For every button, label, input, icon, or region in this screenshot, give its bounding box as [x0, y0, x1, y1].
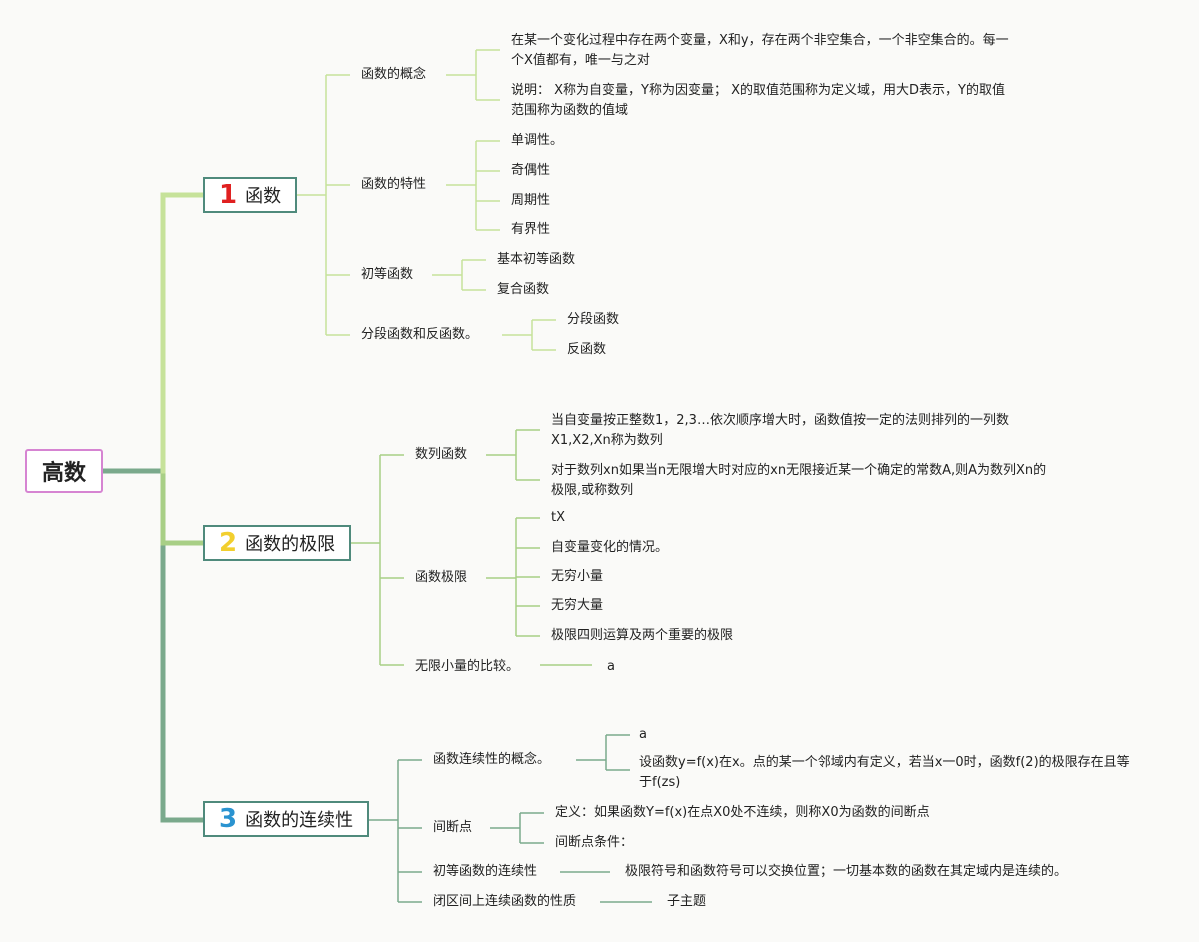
topic-boundedness[interactable]: 有界性 [511, 222, 551, 237]
topic-piecewise[interactable]: 分段函数 [567, 312, 620, 327]
topic-infinitesimal-comparison[interactable]: 无限小量的比较。 [415, 659, 520, 674]
topic-basic-elementary[interactable]: 基本初等函数 [497, 252, 576, 267]
topic-elementary-continuity[interactable]: 初等函数的连续性 [433, 864, 538, 879]
topic-discontinuity-definition[interactable]: 定义：如果函数Y=f(x)在点X0处不连续，则称X0为函数的间断点 [555, 805, 930, 820]
number-3-icon: 3 [219, 804, 238, 834]
branch-2-node[interactable]: 2 函数的极限 [203, 525, 351, 561]
branch-3-node[interactable]: 3 函数的连续性 [203, 801, 369, 837]
topic-parity[interactable]: 奇偶性 [511, 163, 551, 178]
topic-function-concept[interactable]: 函数的概念 [361, 67, 427, 82]
number-2-icon: 2 [219, 528, 238, 558]
topic-limit-operations[interactable]: 极限四则运算及两个重要的极限 [551, 628, 734, 643]
topic-composite[interactable]: 复合函数 [497, 282, 550, 297]
topic-sequence[interactable]: 数列函数 [415, 447, 468, 462]
root-node[interactable]: 高数 [25, 449, 103, 493]
topic-continuity-concept[interactable]: 函数连续性的概念。 [433, 752, 551, 767]
topic-inverse[interactable]: 反函数 [567, 342, 607, 357]
topic-elementary-functions[interactable]: 初等函数 [361, 267, 414, 282]
branch-3-title: 函数的连续性 [245, 810, 354, 831]
topic-closed-interval-properties[interactable]: 闭区间上连续函数的性质 [433, 894, 577, 909]
topic-elementary-continuity-rule[interactable]: 极限符号和函数符号可以交换位置；一切基本数的函数在其定域内是连续的。 [625, 864, 1068, 879]
topic-tx[interactable]: tX [551, 510, 566, 525]
topic-function-limit[interactable]: 函数极限 [415, 570, 468, 585]
topic-subtopic[interactable]: 子主题 [667, 894, 707, 909]
topic-infinity[interactable]: 无穷大量 [551, 598, 604, 613]
topic-variable-change[interactable]: 自变量变化的情况。 [551, 540, 669, 555]
topic-continuity-definition[interactable]: 设函数y=f(x)在x。点的某一个邻域内有定义，若当x一0时，函数f(2)的极限… [639, 755, 1130, 790]
topic-sequence-definition[interactable]: 当自变量按正整数1，2,3…依次顺序增大时，函数值按一定的法则排列的一列数X1,… [551, 413, 1009, 448]
topic-infinitesimal-comparison-a[interactable]: a [607, 659, 615, 674]
topic-piecewise-inverse[interactable]: 分段函数和反函数。 [361, 327, 479, 342]
topic-function-properties[interactable]: 函数的特性 [361, 177, 427, 192]
number-1-icon: 1 [219, 180, 238, 210]
topic-sequence-limit[interactable]: 对于数列xn如果当n无限增大时对应的xn无限接近某一个确定的常数A,则A为数列X… [551, 463, 1047, 498]
topic-monotonicity[interactable]: 单调性。 [511, 133, 564, 148]
topic-function-concept-note[interactable]: 说明： X称为自变量，Y称为因变量； X的取值范围称为定义域，用大D表示，Y的取… [511, 83, 1005, 118]
topic-periodicity[interactable]: 周期性 [511, 193, 551, 208]
branch-1-title: 函数 [245, 186, 282, 207]
branch-2-title: 函数的极限 [245, 534, 336, 555]
branch-1-node[interactable]: 1 函数 [203, 177, 297, 213]
topic-discontinuity-conditions[interactable]: 间断点条件： [555, 835, 634, 850]
topic-function-concept-definition[interactable]: 在某一个变化过程中存在两个变量，X和y，存在两个非空集合，一个非空集合的。每一个… [511, 33, 1009, 68]
topic-discontinuity[interactable]: 间断点 [433, 820, 473, 835]
topic-infinitesimal[interactable]: 无穷小量 [551, 569, 604, 584]
topic-continuity-a[interactable]: a [639, 727, 647, 742]
